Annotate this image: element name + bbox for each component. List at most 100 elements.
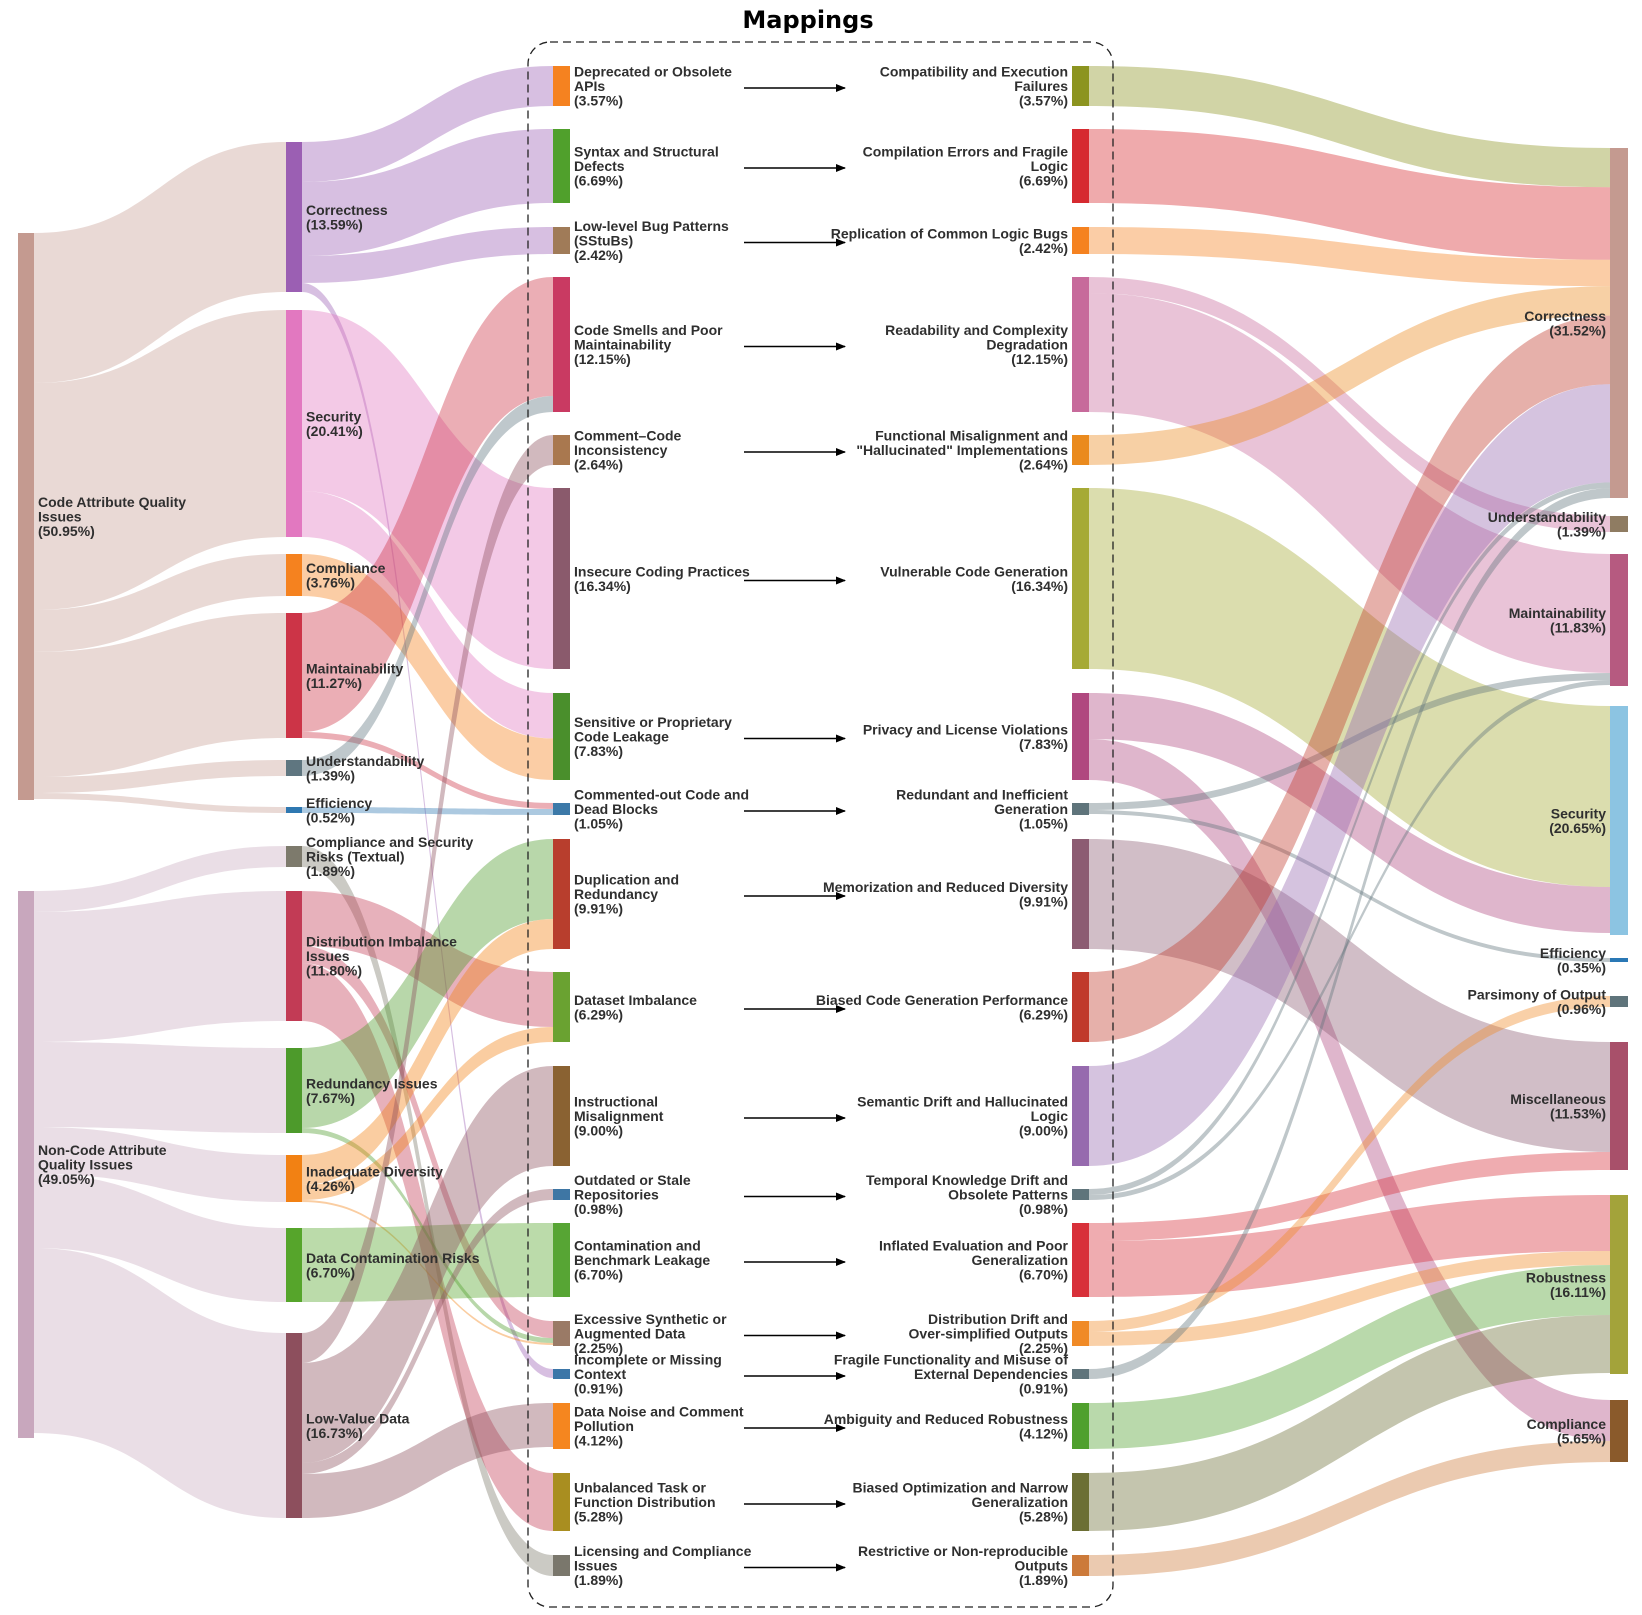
outcome-node-o9 bbox=[1610, 1400, 1628, 1462]
category-label-c6: Efficiency(0.52%) bbox=[306, 795, 372, 826]
effect-label-line: (4.12%) bbox=[1019, 1425, 1068, 1441]
link-c9-i14 bbox=[302, 1128, 553, 1343]
outcome-label-o8: Robustness(16.11%) bbox=[1526, 1269, 1606, 1300]
outcome-label-line: Understandability bbox=[1488, 509, 1606, 525]
category-node-c5 bbox=[286, 760, 302, 776]
effect-label-line: (5.28%) bbox=[1019, 1509, 1068, 1525]
issue-label-line: (2.42%) bbox=[574, 247, 623, 263]
effect-label-line: Functional Misalignment and bbox=[875, 428, 1068, 444]
issue-label-line: APIs bbox=[574, 78, 605, 94]
root-label-line: (49.05%) bbox=[38, 1171, 95, 1187]
category-label-c3: Compliance(3.76%) bbox=[306, 560, 386, 591]
issue-node-i5 bbox=[553, 435, 570, 465]
issue-label-line: Sensitive or Proprietary bbox=[574, 714, 732, 730]
issue-node-i8 bbox=[553, 803, 570, 815]
outcome-node-o8 bbox=[1610, 1195, 1628, 1374]
link-e1-o1 bbox=[1089, 66, 1610, 188]
issue-node-i9 bbox=[553, 839, 570, 949]
link-r2-c7 bbox=[34, 846, 286, 912]
effect-label-line: Generalization bbox=[972, 1494, 1068, 1510]
category-label-line: Data Contamination Risks bbox=[306, 1250, 480, 1266]
effect-label-line: Redundant and Inefficient bbox=[896, 787, 1068, 803]
link-e14-o6 bbox=[1089, 996, 1610, 1332]
issue-label-line: (0.91%) bbox=[574, 1381, 623, 1397]
link-c4-i8 bbox=[302, 732, 553, 809]
issue-label-line: Code Smells and Poor bbox=[574, 322, 723, 338]
link-c12-i16 bbox=[302, 1403, 553, 1518]
outcome-node-o4 bbox=[1610, 706, 1628, 935]
category-node-c9 bbox=[286, 1048, 302, 1133]
issue-node-i12 bbox=[553, 1189, 570, 1200]
issue-label-line: Incomplete or Missing bbox=[574, 1352, 722, 1368]
category-label-line: (13.59%) bbox=[306, 216, 363, 232]
effect-node-e5 bbox=[1072, 435, 1089, 465]
links-layer bbox=[34, 66, 1610, 1576]
category-label-c9: Redundancy Issues(7.67%) bbox=[306, 1075, 438, 1106]
link-c11-i13 bbox=[302, 1223, 553, 1302]
category-label-line: Correctness bbox=[306, 202, 388, 218]
issue-label-line: Dead Blocks bbox=[574, 801, 658, 817]
effect-label-line: Obsolete Patterns bbox=[948, 1187, 1068, 1203]
effect-label-line: (1.05%) bbox=[1019, 816, 1068, 832]
issue-label-line: (12.15%) bbox=[574, 351, 631, 367]
effect-label-line: Generalization bbox=[972, 1252, 1068, 1268]
link-r2-c12 bbox=[34, 1248, 286, 1518]
issue-label-line: (4.12%) bbox=[574, 1433, 623, 1449]
link-c8-i17 bbox=[302, 963, 553, 1531]
issue-label-line: (6.29%) bbox=[574, 1006, 623, 1022]
issue-node-i1 bbox=[553, 66, 570, 106]
link-e13-o7 bbox=[1089, 1152, 1610, 1241]
category-node-c7 bbox=[286, 846, 302, 867]
issue-label-line: Comment–Code bbox=[574, 428, 682, 444]
category-label-line: (7.67%) bbox=[306, 1090, 355, 1106]
link-e7-o4 bbox=[1089, 693, 1610, 933]
link-r1-c4 bbox=[34, 613, 286, 777]
category-node-c12 bbox=[286, 1333, 302, 1518]
issue-label-i10: Dataset Imbalance(6.29%) bbox=[574, 992, 697, 1023]
link-r2-c9 bbox=[34, 1042, 286, 1133]
effect-node-e18 bbox=[1072, 1555, 1089, 1576]
link-c2-i6 bbox=[302, 310, 553, 669]
effect-label-line: (12.15%) bbox=[1011, 351, 1068, 367]
effect-label-line: Compatibility and Execution bbox=[880, 64, 1068, 80]
effect-label-line: (1.89%) bbox=[1019, 1572, 1068, 1588]
issue-label-line: Outdated or Stale bbox=[574, 1172, 691, 1188]
link-r1-c3 bbox=[34, 554, 286, 652]
outcome-node-o3 bbox=[1610, 554, 1628, 686]
category-node-c2 bbox=[286, 310, 302, 537]
effect-node-e17 bbox=[1072, 1473, 1089, 1531]
effect-label-line: (6.29%) bbox=[1019, 1006, 1068, 1022]
issue-label-line: Redundancy bbox=[574, 886, 658, 902]
effect-label-line: Vulnerable Code Generation bbox=[880, 563, 1068, 579]
category-node-c11 bbox=[286, 1228, 302, 1302]
link-e2-o1 bbox=[1089, 129, 1610, 260]
issue-label-line: Insecure Coding Practices bbox=[574, 563, 750, 579]
effect-label-line: (2.25%) bbox=[1019, 1340, 1068, 1356]
category-label-line: (1.89%) bbox=[306, 863, 355, 879]
effect-label-e7: Privacy and License Violations(7.83%) bbox=[863, 721, 1068, 752]
issue-label-line: Data Noise and Comment bbox=[574, 1404, 744, 1420]
issue-label-line: (9.00%) bbox=[574, 1123, 623, 1139]
effect-label-line: Logic bbox=[1031, 1108, 1069, 1124]
outcome-node-o6 bbox=[1610, 996, 1628, 1007]
link-c3-i7 bbox=[302, 554, 553, 780]
link-e15-o1 bbox=[1089, 488, 1610, 1380]
category-node-c8 bbox=[286, 891, 302, 1021]
outcome-label-line: Maintainability bbox=[1509, 605, 1606, 621]
effect-node-e4 bbox=[1072, 277, 1089, 412]
issue-label-line: (1.89%) bbox=[574, 1572, 623, 1588]
effect-node-e15 bbox=[1072, 1369, 1089, 1379]
link-c1-i15 bbox=[302, 283, 553, 1378]
link-c2-i7 bbox=[302, 491, 553, 739]
link-c1-i3 bbox=[302, 227, 553, 283]
category-label-line: Issues bbox=[306, 948, 350, 964]
